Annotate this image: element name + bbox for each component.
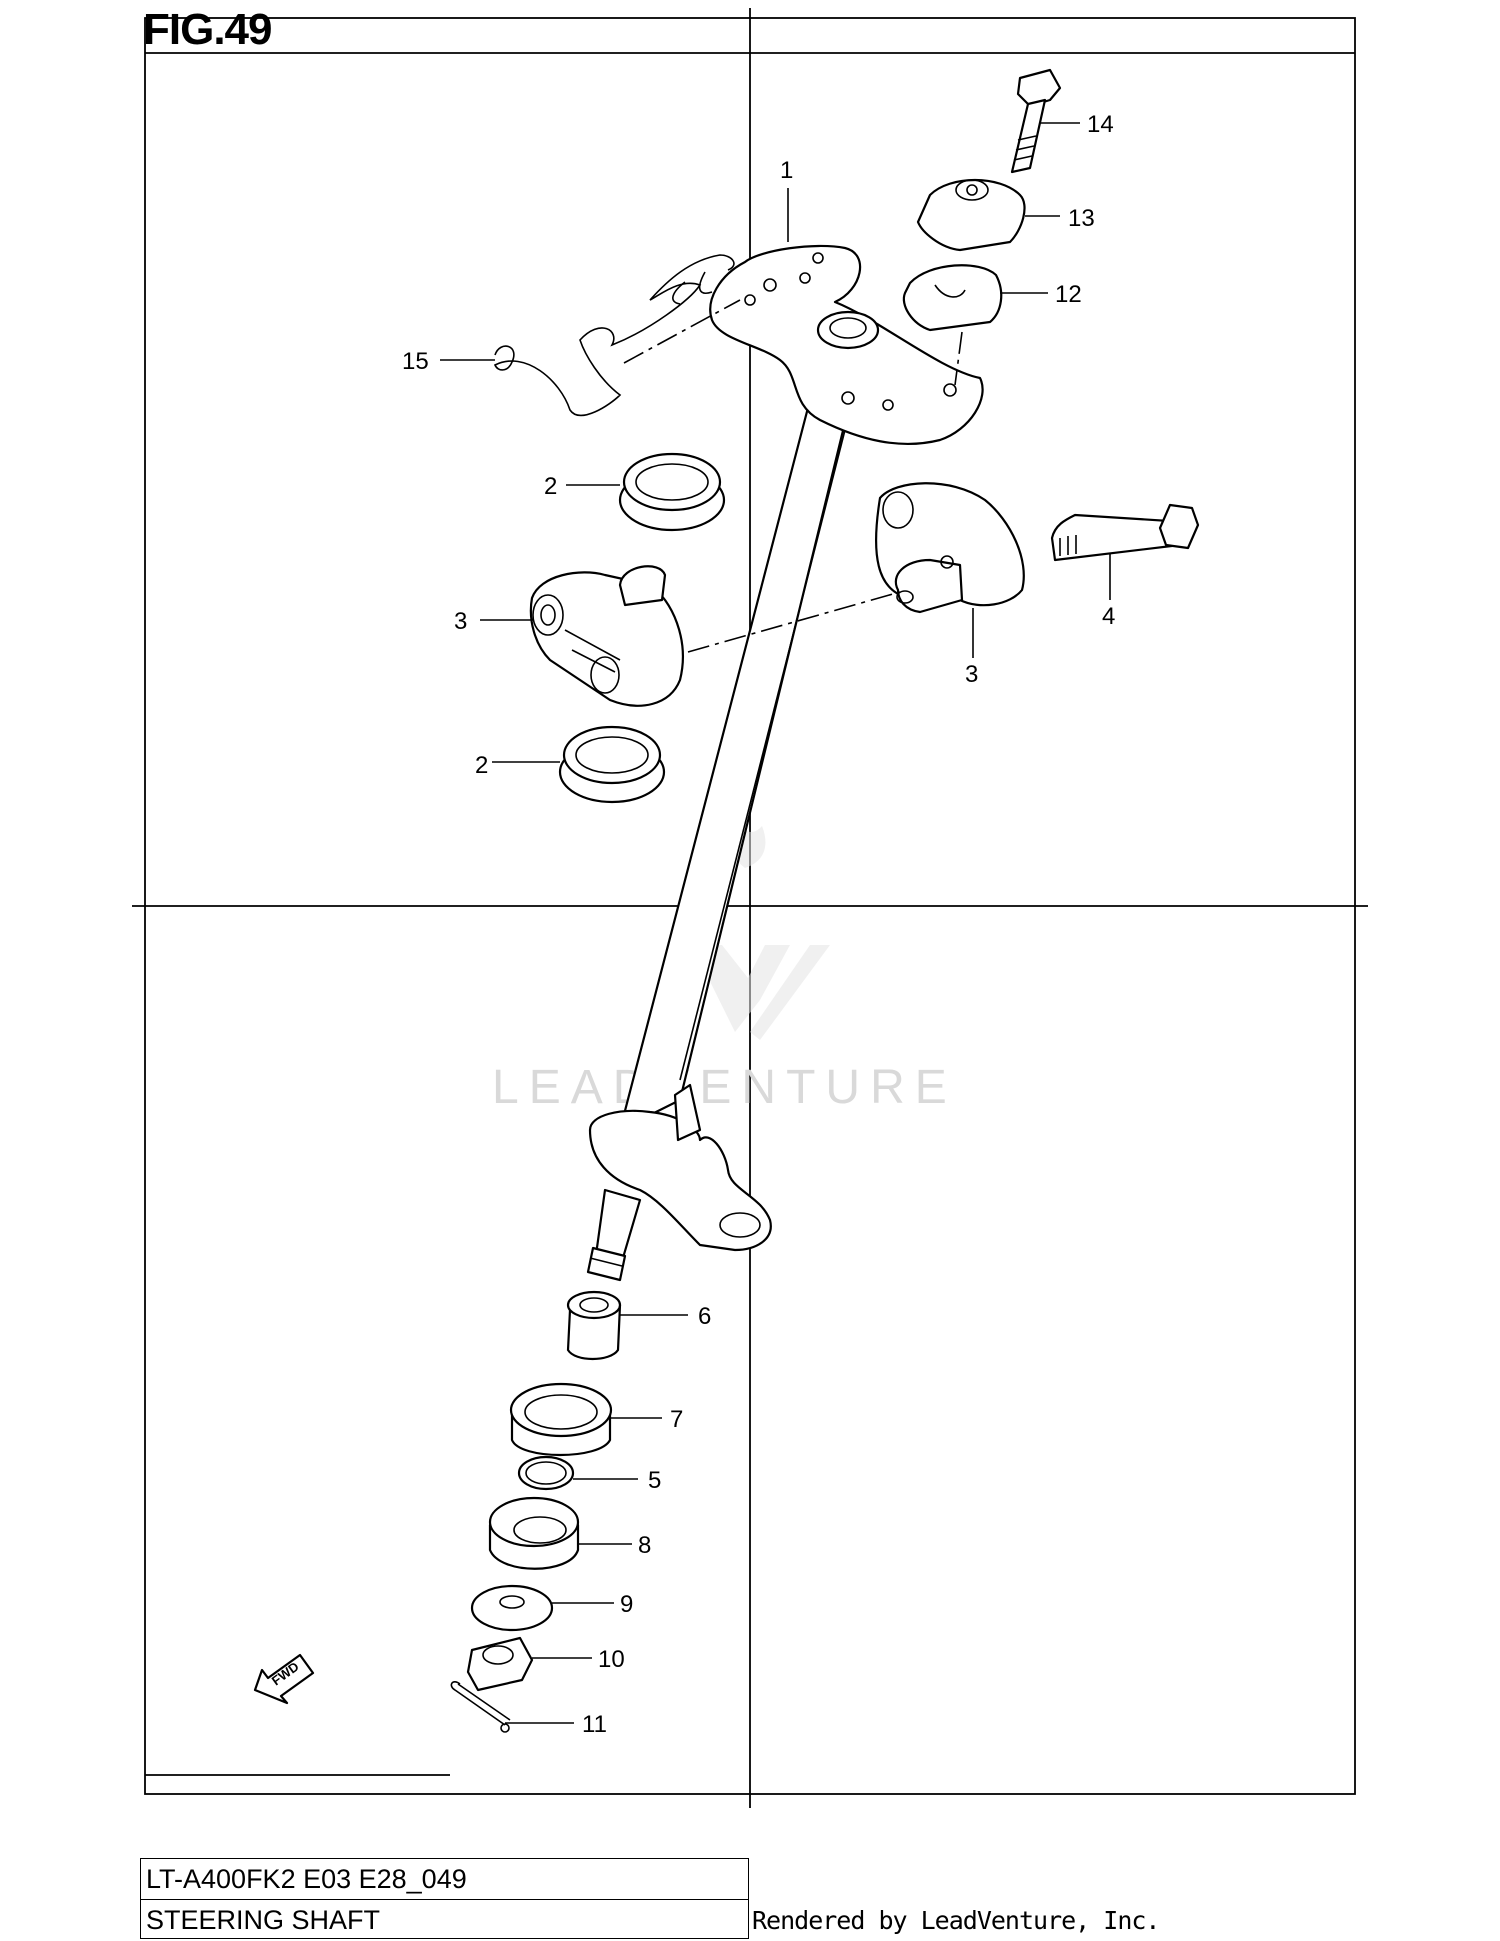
part-11-cotter-pin <box>450 1681 511 1733</box>
callout-6: 6 <box>698 1303 711 1330</box>
part-15-clip <box>493 254 735 417</box>
callout-4: 4 <box>1102 603 1115 630</box>
part-9-washer <box>470 1584 554 1632</box>
callout-5: 5 <box>648 1467 661 1494</box>
callout-3-left: 3 <box>454 608 467 635</box>
part-6-collar <box>566 1290 622 1361</box>
part-4-bolt <box>1050 503 1200 562</box>
rendered-by-credit: Rendered by LeadVenture, Inc. <box>752 1906 1160 1935</box>
part-10-nut <box>466 1636 534 1692</box>
callout-14: 14 <box>1087 111 1114 138</box>
callout-9: 9 <box>620 1591 633 1618</box>
part-3-right-clamp <box>874 482 1025 614</box>
callout-15: 15 <box>402 348 429 375</box>
part-1-upper-bracket <box>709 244 984 446</box>
callout-2-lower: 2 <box>475 752 488 779</box>
part-8-seal <box>488 1496 580 1570</box>
part-3-left-clamp <box>529 565 684 707</box>
callout-11: 11 <box>582 1711 607 1738</box>
callout-8: 8 <box>638 1532 651 1559</box>
lower-shaft-bracket <box>586 1083 772 1282</box>
leader-lines <box>440 122 1111 1724</box>
callout-12: 12 <box>1055 281 1082 308</box>
callout-3-right: 3 <box>965 661 978 688</box>
watermark-text: LEADVENTURE <box>492 1061 957 1114</box>
part-5-o-ring <box>517 1455 575 1491</box>
part-13-upper-holder <box>916 179 1026 252</box>
figure-title: FIG.49 <box>143 5 272 54</box>
callouts: 1 2 2 3 3 4 5 6 7 8 9 10 11 12 13 14 15 <box>402 111 1115 1738</box>
part-2-lower-bushing <box>558 725 666 804</box>
callout-1: 1 <box>780 157 793 184</box>
callout-10: 10 <box>598 1646 625 1673</box>
model-code: LT-A400FK2 E03 E28_049 <box>146 1864 467 1894</box>
callout-13: 13 <box>1068 205 1095 232</box>
part-2-upper-bushing <box>618 452 726 532</box>
section-name: STEERING SHAFT <box>141 1899 748 1940</box>
callout-2-upper: 2 <box>544 473 557 500</box>
part-7-bearing <box>509 1382 613 1457</box>
part-14-bolt <box>1010 68 1062 174</box>
part-12-lower-holder <box>902 264 1003 332</box>
callout-7: 7 <box>670 1406 683 1433</box>
fwd-arrow-icon: FWD <box>253 1653 315 1705</box>
model-info-box: LT-A400FK2 E03 E28_049 STEERING SHAFT <box>140 1858 749 1939</box>
